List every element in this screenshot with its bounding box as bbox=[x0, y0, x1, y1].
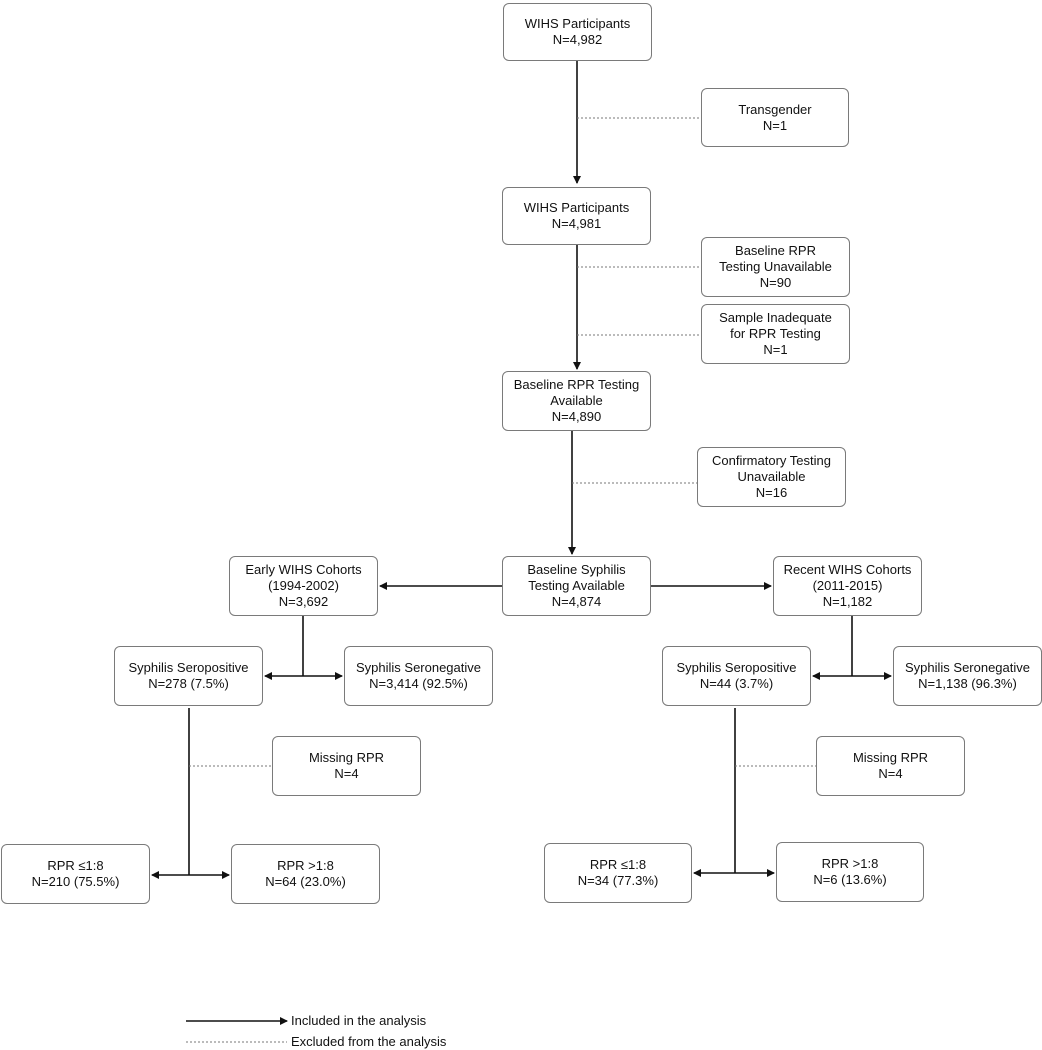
box-recent-cohorts: Recent WIHS Cohorts(2011-2015)N=1,182 bbox=[773, 556, 922, 616]
legend-excluded-label: Excluded from the analysis bbox=[291, 1034, 447, 1049]
legend-included-label: Included in the analysis bbox=[291, 1013, 427, 1028]
box-early-cohorts: Early WIHS Cohorts(1994-2002)N=3,692 bbox=[229, 556, 378, 616]
